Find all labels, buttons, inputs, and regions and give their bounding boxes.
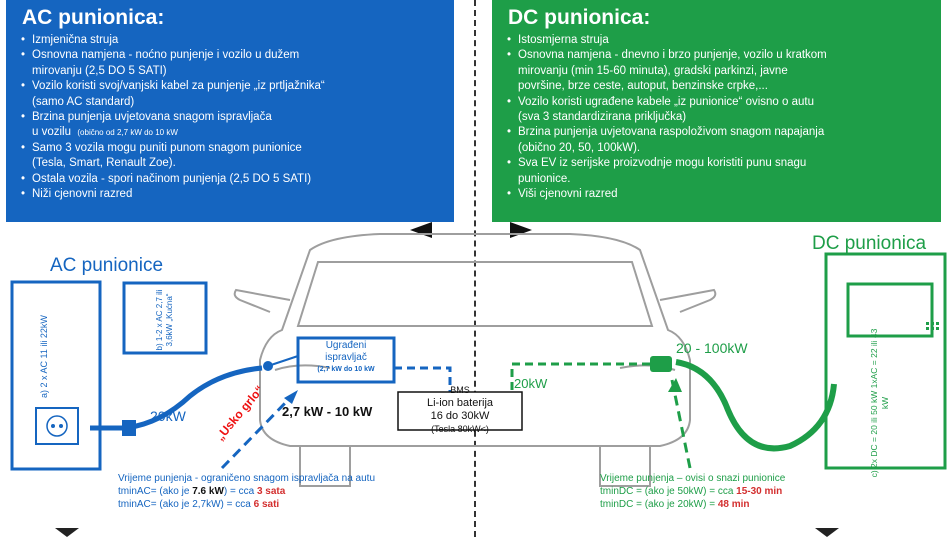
note-line: Vrijeme punjenja – ovisi o snazi punioni… bbox=[600, 473, 786, 484]
dc-station-screen bbox=[846, 282, 934, 338]
battery-label: BMS Li-ion baterija 16 do 30kW (Tesla 80… bbox=[400, 384, 520, 436]
list-item-continuation: (sva 3 standardizirana priključka) bbox=[518, 111, 687, 124]
ac-station-label: a) 2 x AC 11 ili 22kW bbox=[39, 315, 49, 398]
list-item: Osnovna namjena - dnevno i brzo punjenje… bbox=[507, 48, 931, 64]
charging-plug-icon bbox=[122, 420, 136, 436]
ac-info-list: Izmjenična struja Osnovna namjena - noćn… bbox=[20, 33, 444, 203]
list-item-continuation: (Tesla, Smart, Renault Zoe). bbox=[32, 157, 176, 170]
list-item: Viši cjenovni razred bbox=[507, 187, 931, 203]
dc-time-arrow bbox=[670, 379, 692, 469]
list-item-continuation: (obično 20, 50, 100kW). bbox=[518, 141, 641, 154]
dc-cable-power: 20 - 100kW bbox=[676, 340, 748, 356]
note-line: Vrijeme punjenja - ograničeno snagom isp… bbox=[118, 473, 376, 484]
dc-info-list: Istosmjerna struja Osnovna namjena - dne… bbox=[506, 33, 931, 203]
dc-inlet bbox=[650, 356, 672, 372]
list-item: Brzina punjenja uvjetovana snagom isprav… bbox=[21, 110, 444, 126]
note-text: tminDC = (ako je 50kW) = cca bbox=[600, 486, 737, 497]
list-item-continuation: punionice. bbox=[518, 172, 571, 185]
rectifier-line: Ugrađeni bbox=[325, 340, 367, 351]
power-socket-icon bbox=[35, 407, 79, 445]
battery-line: 16 do 30kW bbox=[430, 410, 490, 422]
dc-inner-power: 20kW bbox=[514, 376, 548, 391]
note-text: tminAC= (ako je 2,7kW) = cca bbox=[118, 499, 254, 510]
list-item: Samo 3 vozila mogu puniti punom snagom p… bbox=[21, 141, 444, 157]
list-text: u vozilu bbox=[32, 126, 71, 139]
list-item-continuation: mirovanju (2,5 DO 5 SATI) bbox=[32, 64, 167, 77]
list-item: Ostala vozila - spori načinom punjenja (… bbox=[21, 172, 444, 188]
list-item-continuation: površine, brze ceste, autoput, benzinske… bbox=[518, 80, 768, 93]
ac-power-range: 2,7 kW - 10 kW bbox=[282, 404, 373, 419]
note-line: tminAC= (ako je 7.6 kW) = cca 3 sata bbox=[118, 485, 375, 498]
dc-station-label: c) 2x DC = 20 ili 50 kW 1xAC = 22 ili 43… bbox=[869, 328, 890, 478]
battery-line: Li-ion baterija bbox=[426, 397, 494, 409]
dc-link bbox=[510, 362, 650, 392]
ac-home-label: b) 1-2 x AC 2,7 ili 3,6kW „Kućna“ bbox=[155, 289, 174, 351]
ac-cable bbox=[90, 365, 263, 431]
ac-info-panel: AC punionica: Izmjenična struja Osnovna … bbox=[6, 0, 454, 222]
bottleneck-arrow bbox=[220, 394, 294, 470]
note-text: tminDC = (ako je 20kW) = bbox=[600, 499, 718, 510]
list-item: Vozilo koristi svoj/vanjski kabel za pun… bbox=[21, 79, 444, 95]
arrow-down-icon bbox=[815, 528, 839, 537]
note-highlight: 3 sata bbox=[256, 486, 286, 497]
note-line: tminAC= (ako je 2,7kW) = cca 6 sati bbox=[118, 498, 375, 511]
dc-station-box bbox=[824, 252, 947, 470]
list-item: Vozilo koristi ugrađene kabele „iz punio… bbox=[507, 95, 931, 111]
list-item: Brzina punjenja uvjetovana raspoloživom … bbox=[507, 125, 931, 141]
ac-station-box bbox=[10, 280, 102, 471]
ac-section-title: AC punionice bbox=[50, 255, 164, 276]
battery-box bbox=[397, 391, 523, 431]
ac-panel-title: AC punionica: bbox=[22, 6, 165, 29]
note-text: tminAC= (ako je bbox=[118, 486, 193, 497]
dc-section-title: DC punionica bbox=[812, 233, 927, 254]
list-item: Niži cjenovni razred bbox=[21, 187, 444, 203]
dc-cable bbox=[675, 359, 837, 452]
ac-dc-divider bbox=[474, 0, 476, 537]
note-line: tminDC = (ako je 50kW) = cca 15-30 min bbox=[600, 485, 785, 498]
note-text: ) = cca bbox=[223, 486, 257, 497]
battery-line: BMS bbox=[450, 385, 470, 395]
list-item: Sva EV iz serijske proizvodnje mogu kori… bbox=[507, 156, 931, 172]
note-value: 7.6 kW bbox=[192, 486, 224, 497]
ac-cable-power: 20kW bbox=[150, 408, 186, 424]
arrow-down-icon bbox=[55, 528, 79, 537]
dc-info-panel: DC punionica: Istosmjerna struja Osnovna… bbox=[492, 0, 941, 222]
list-item-continuation: u vozilu (obično od 2,7 kW do 10 kW bbox=[32, 125, 444, 140]
ac-dc-link bbox=[394, 366, 452, 392]
list-item-continuation: mirovanju (min 15-60 minuta), gradski pa… bbox=[518, 64, 788, 77]
ac-home-box bbox=[122, 281, 208, 355]
rectifier-line: ispravljač bbox=[325, 352, 367, 363]
battery-line: (Tesla 80kW<) bbox=[431, 424, 489, 434]
dc-keypad-icon bbox=[926, 322, 939, 330]
list-small-text: (obično od 2,7 kW do 10 kW bbox=[77, 128, 178, 138]
dc-panel-title: DC punionica: bbox=[508, 6, 651, 29]
ac-time-note: Vrijeme punjenja - ograničeno snagom isp… bbox=[118, 472, 375, 511]
note-highlight: 48 min bbox=[717, 499, 750, 510]
list-item: Osnovna namjena - noćno punjenje i vozil… bbox=[21, 48, 444, 64]
list-item-continuation: (samo AC standard) bbox=[32, 95, 135, 108]
list-item: Istosmjerna struja bbox=[507, 33, 931, 49]
dc-time-note: Vrijeme punjenja – ovisi o snazi punioni… bbox=[600, 472, 785, 511]
list-item: Izmjenična struja bbox=[21, 33, 444, 49]
rectifier-box bbox=[296, 336, 396, 384]
note-highlight: 15-30 min bbox=[736, 486, 783, 497]
rectifier-label: Ugrađeni ispravljač (2,7 kW do 10 kW bbox=[300, 340, 392, 376]
rectifier-line: (2,7 kW do 10 kW bbox=[317, 366, 375, 373]
car-outline bbox=[233, 233, 717, 487]
note-highlight: 6 sati bbox=[253, 499, 280, 510]
note-line: tminDC = (ako je 20kW) = 48 min bbox=[600, 498, 785, 511]
